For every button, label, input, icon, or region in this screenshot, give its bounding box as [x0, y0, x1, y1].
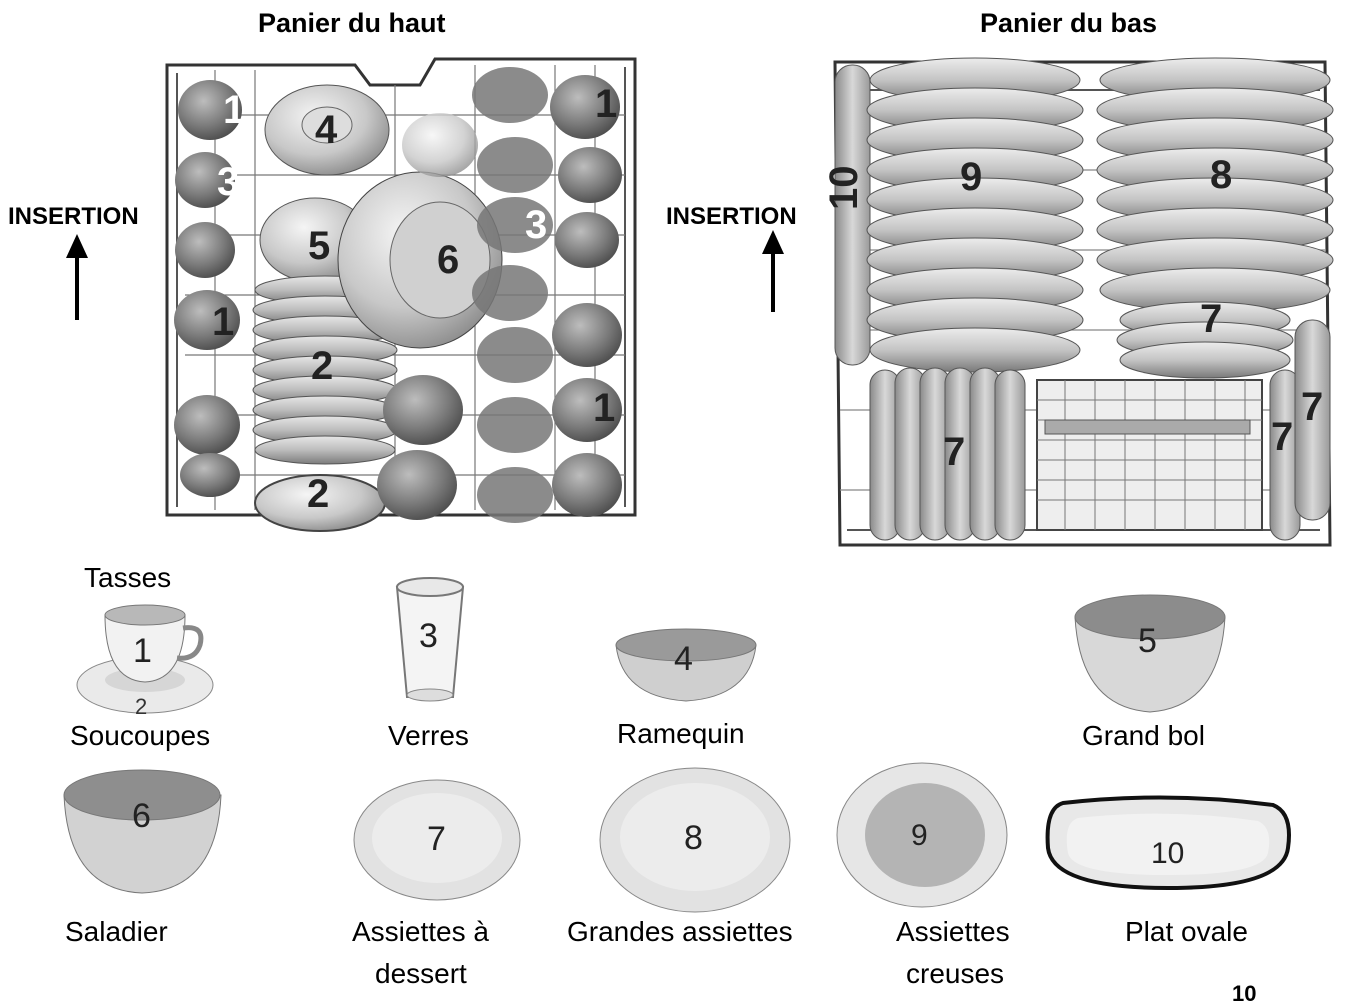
ramekin-icon: 4	[615, 628, 757, 702]
upper-marker-3: 3	[217, 160, 239, 204]
salad-bowl-icon: 6	[63, 769, 222, 894]
upper-marker-1c: 1	[212, 300, 234, 344]
legend-label-salad-bowl: Saladier	[65, 916, 168, 947]
lower-marker-9: 9	[960, 155, 982, 199]
upper-marker-2: 2	[311, 344, 333, 388]
cup-saucer-icon: 1 2	[76, 604, 214, 719]
legend-num-1: 1	[133, 632, 152, 670]
legend-label-saucers: Soucoupes	[70, 720, 211, 751]
lower-marker-7c: 7	[1271, 415, 1293, 459]
soup-plate-icon: 9	[836, 762, 1008, 908]
legend-label-soup-2: creuses	[906, 958, 1005, 989]
legend-num-3: 3	[419, 617, 438, 655]
upper-insertion-arrow-icon	[66, 234, 88, 320]
page-number: 10	[1232, 981, 1257, 1006]
cups-title: Tasses	[84, 562, 172, 593]
legend-label-ramekin: Ramequin	[617, 718, 745, 749]
lower-marker-10: 10	[822, 166, 866, 211]
upper-marker-4: 4	[315, 108, 338, 152]
legend-label-dessert-2: dessert	[375, 958, 467, 989]
lower-marker-7b: 7	[943, 430, 965, 474]
upper-marker-1b: 1	[595, 82, 617, 126]
upper-marker-3b: 3	[525, 203, 547, 247]
legend-num-4: 4	[674, 640, 693, 678]
lower-marker-7a: 7	[1200, 297, 1222, 341]
upper-marker-1: 1	[223, 88, 245, 132]
dessert-plate-icon: 7	[353, 779, 521, 901]
large-plate-icon: 8	[599, 767, 791, 913]
upper-marker-5: 5	[308, 224, 330, 268]
legend-num-10: 10	[1151, 837, 1184, 870]
large-bowl-icon: 5	[1074, 594, 1226, 713]
upper-marker-2b: 2	[307, 472, 329, 516]
legend-label-glasses: Verres	[388, 720, 469, 751]
upper-basket-diagram: 1 4 1 3 3 5 6 1 2 1 2	[165, 57, 637, 532]
upper-basket-title: Panier du haut	[258, 8, 446, 38]
legend-num-8: 8	[684, 819, 703, 857]
lower-marker-8: 8	[1210, 153, 1232, 197]
legend-num-7: 7	[427, 820, 446, 858]
legend-num-2: 2	[135, 694, 147, 719]
lower-marker-7d: 7	[1301, 385, 1323, 429]
lower-insertion-label: INSERTION	[666, 203, 797, 230]
legend-label-soup-1: Assiettes	[896, 916, 1010, 947]
legend-label-large-plates: Grandes assiettes	[567, 916, 793, 947]
legend-label-large-bowl: Grand bol	[1082, 720, 1205, 751]
oval-dish-icon: 10	[1045, 795, 1291, 891]
upper-marker-6: 6	[437, 238, 459, 282]
upper-marker-1d: 1	[593, 386, 615, 430]
legend-label-dessert-1: Assiettes à	[352, 916, 489, 947]
glass-icon: 3	[395, 577, 465, 702]
legend-num-9: 9	[911, 819, 928, 852]
lower-basket-diagram: 10 9 8 7 7 7 7	[822, 57, 1334, 547]
legend-num-6: 6	[132, 797, 151, 835]
upper-insertion-label: INSERTION	[8, 203, 139, 230]
legend-num-5: 5	[1138, 622, 1157, 660]
lower-insertion-arrow-icon	[762, 230, 784, 312]
lower-basket-title: Panier du bas	[980, 8, 1158, 38]
legend-label-oval-dish: Plat ovale	[1125, 916, 1248, 947]
